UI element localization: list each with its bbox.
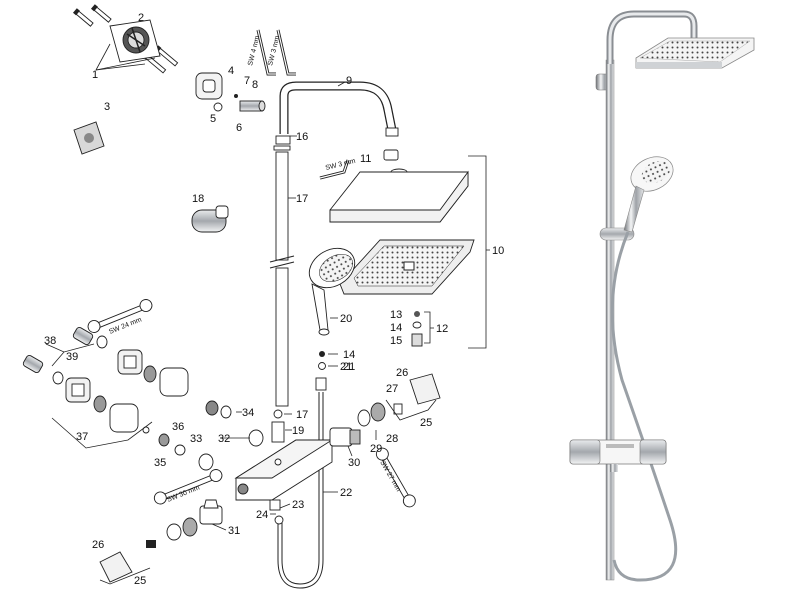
callout: 26 [92, 539, 104, 551]
callout: 29 [370, 443, 382, 455]
callout: 21 [340, 361, 352, 373]
parts-drawing: 1 2 3 4 5 6 7 8 9 10 11 12 13 14 15 16 1… [22, 4, 504, 589]
part-fittings-group [142, 400, 264, 471]
callout: 23 [292, 499, 304, 511]
part-hand-shower [308, 247, 356, 336]
callout: 26 [396, 367, 408, 379]
wrench-sw27 [375, 447, 416, 508]
callout: 20 [340, 313, 352, 325]
callout: 9 [346, 75, 352, 87]
callout: 2 [138, 12, 144, 24]
callout: 3 [104, 101, 110, 113]
callout: 17 [296, 409, 308, 421]
callout: 36 [172, 421, 184, 433]
callout-labels: 1 2 3 4 5 6 7 8 9 10 11 12 13 14 15 16 1… [44, 12, 504, 587]
callout: 27 [386, 383, 398, 395]
callout: 21 [343, 361, 355, 373]
shower-system-photo [569, 10, 755, 582]
part-cover-cap [195, 72, 223, 100]
callout: 38 [44, 335, 56, 347]
callout: 18 [192, 193, 204, 205]
callout: 34 [242, 407, 254, 419]
part-shower-arm [279, 81, 399, 137]
callout: 30 [348, 457, 360, 469]
part-thermostat-body [234, 439, 334, 511]
callout: 25 [420, 417, 432, 429]
callout: 15 [390, 335, 402, 347]
callout: 33 [190, 433, 202, 445]
part-shower-hose [277, 377, 327, 589]
callout: 37 [76, 431, 88, 443]
hex-key-sw4 [256, 29, 276, 76]
callout: 25 [134, 575, 146, 587]
callout: 1 [92, 69, 98, 81]
part-grub-screw [234, 94, 238, 98]
callout: 19 [292, 425, 304, 437]
part-spray-plate [339, 239, 475, 295]
part-small-fittings [411, 311, 423, 347]
callout: 7 [244, 75, 250, 87]
hex-key-sw3 [276, 29, 296, 76]
callout: 12 [436, 323, 448, 335]
part-valves [22, 326, 108, 385]
callout: 13 [390, 309, 402, 321]
part-hand-shower-holder [191, 205, 229, 233]
part-mounting-plate [73, 121, 105, 155]
wrench-label: SW 4 mm [247, 35, 261, 67]
part-riser-pipe [269, 135, 295, 407]
callout: 35 [154, 457, 166, 469]
callout: 17 [296, 193, 308, 205]
callout: 28 [386, 433, 398, 445]
callout: 16 [296, 131, 308, 143]
callout: 4 [228, 65, 234, 77]
callout: 10 [492, 245, 504, 257]
wrench-sw30 [153, 469, 223, 505]
part-cartridge-left [99, 499, 223, 583]
part-cover-caps-left [65, 349, 189, 433]
part-o-ring [213, 102, 223, 112]
callout: 5 [210, 113, 216, 125]
wrench-label: SW 3 mm [325, 158, 357, 172]
callout: 31 [228, 525, 240, 537]
callout: 39 [66, 351, 78, 363]
callout: 8 [252, 79, 258, 91]
part-connector-pin [239, 100, 266, 112]
callout: 11 [360, 153, 371, 165]
callout: 32 [218, 433, 230, 445]
callout: 6 [236, 122, 242, 134]
wrench-label: SW 3 mm [267, 35, 281, 67]
wrench-sw24 [87, 299, 153, 333]
hex-key-sw3-b [319, 159, 350, 180]
callout: 24 [256, 509, 268, 521]
callout: 14 [343, 349, 355, 361]
part-overhead-shower [329, 149, 469, 223]
callout: 14 [390, 322, 402, 334]
part-cartridge-right [329, 373, 441, 447]
part-wall-bracket [109, 19, 161, 63]
callout: 22 [340, 487, 352, 499]
